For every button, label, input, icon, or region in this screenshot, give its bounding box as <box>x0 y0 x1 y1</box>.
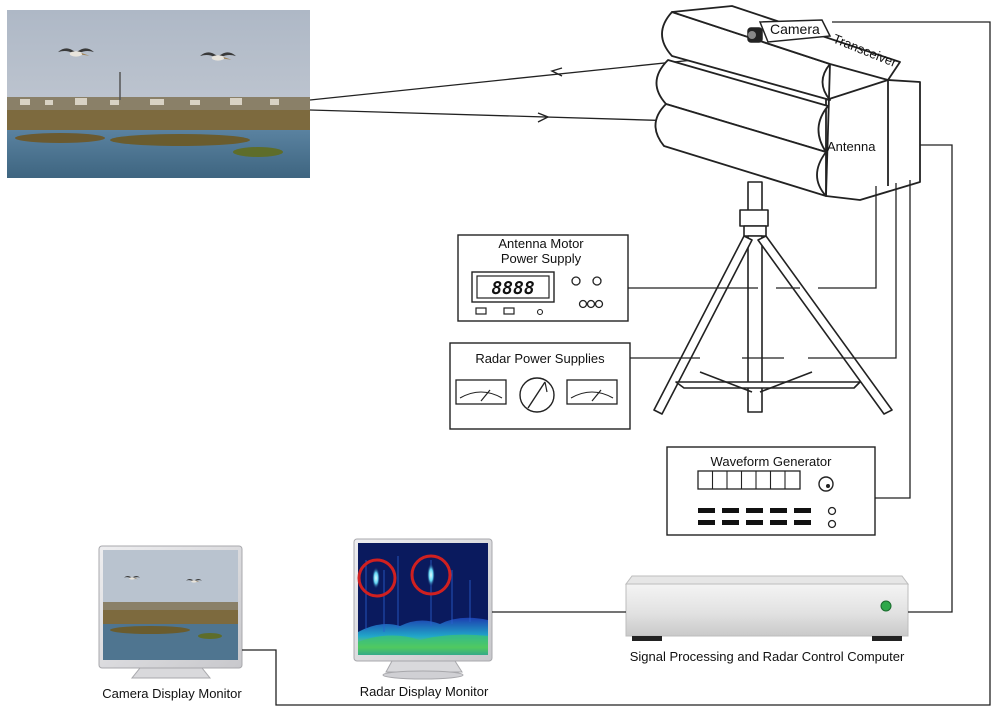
radar-display-monitor <box>353 538 493 680</box>
tripod-icon <box>653 181 893 415</box>
motor-digital-readout: 8888 <box>491 278 534 299</box>
radar-power-supplies: Radar Power Supplies <box>449 342 631 430</box>
power-led-icon <box>880 600 892 612</box>
antenna-label: Antenna <box>827 139 876 154</box>
camera-label: Camera <box>770 21 820 37</box>
signal-processing-computer <box>625 575 909 641</box>
waveform-title: Waveform Generator <box>711 454 833 469</box>
antenna-motor-power-supply: Antenna Motor Power Supply 8888 <box>457 234 629 322</box>
field-photo <box>7 10 310 178</box>
detection-circle <box>410 554 452 596</box>
waveform-generator: Waveform Generator <box>666 446 876 536</box>
camera-monitor-label: Camera Display Monitor <box>102 686 242 701</box>
radar-power-title: Radar Power Supplies <box>475 351 605 366</box>
computer-label: Signal Processing and Radar Control Comp… <box>630 649 905 664</box>
antenna-motor-title-line1: Antenna Motor <box>498 236 584 251</box>
radar-antenna-icon <box>654 5 921 201</box>
camera-icon <box>747 19 832 43</box>
camera-display-monitor <box>98 545 243 679</box>
connection-wires <box>242 21 991 706</box>
antenna-motor-title-line2: Power Supply <box>501 251 582 266</box>
detection-circle <box>357 558 397 598</box>
radar-monitor-label: Radar Display Monitor <box>360 684 489 699</box>
